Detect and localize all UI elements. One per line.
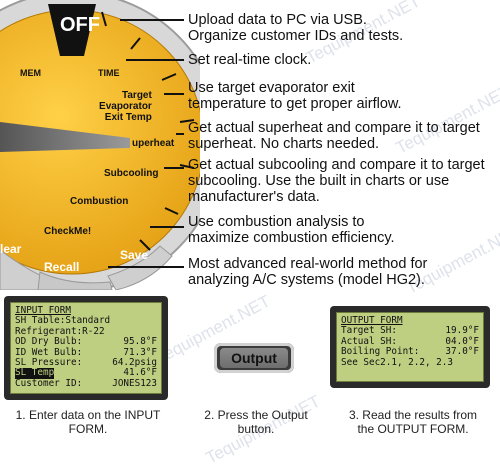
leader-line	[164, 93, 184, 95]
checkme-label[interactable]: CheckMe!	[44, 226, 92, 237]
recall-button-shape	[37, 271, 113, 290]
desc-superheat: Get actual superheat and compare it to t…	[188, 120, 480, 152]
desc-clock: Set real-time clock.	[188, 52, 312, 68]
lcd-row: See Sec2.1, 2.2, 2.3	[341, 356, 453, 368]
target-evaporator-label[interactable]: Target Evaporator Exit Temp	[99, 90, 152, 123]
output-form-display: OUTPUT FORM Target SH:19.9°F Actual SH:0…	[330, 306, 490, 388]
desc-upload: Upload data to PC via USB.Organize custo…	[188, 12, 404, 44]
output-button-label: Output	[220, 348, 288, 368]
target-line1: Target	[122, 90, 152, 101]
time-label[interactable]: TIME	[98, 68, 120, 78]
input-form-title: INPUT FORM	[15, 305, 71, 316]
leader-line	[126, 59, 184, 61]
output-form-title: OUTPUT FORM	[341, 315, 403, 326]
output-form-screen: OUTPUT FORM Target SH:19.9°F Actual SH:0…	[336, 312, 484, 382]
mem-label[interactable]: MEM	[20, 68, 41, 78]
lcd-row: Target SH:19.9°F	[341, 325, 479, 337]
clear-label[interactable]: lear	[0, 242, 22, 256]
off-label[interactable]: OFF	[60, 14, 100, 36]
leader-line	[120, 19, 184, 21]
superheat-label[interactable]: uperheat	[132, 138, 175, 149]
recall-label[interactable]: Recall	[44, 260, 80, 274]
lcd-row: SL Pressure:64.2psig	[15, 357, 157, 369]
subcooling-label[interactable]: Subcooling	[104, 168, 159, 179]
lcd-row: Actual SH:04.0°F	[341, 335, 479, 347]
target-line3: Exit Temp	[104, 112, 152, 123]
leader-line	[176, 133, 184, 135]
output-button[interactable]: Output	[214, 343, 294, 373]
leader-line	[164, 167, 184, 169]
lcd-row: Refrigerant:R-22	[15, 325, 105, 337]
save-label[interactable]: Save	[120, 248, 149, 262]
input-form-display: INPUT FORM SH Table:Standard Refrigerant…	[4, 296, 168, 400]
lcd-row: Boiling Point:37.0°F	[341, 346, 479, 358]
lcd-row: SH Table:Standard	[15, 315, 111, 327]
off-pointer	[48, 4, 96, 56]
leader-line	[108, 266, 184, 268]
target-line2: Evaporator	[99, 101, 152, 112]
knob-stem	[0, 122, 130, 152]
lcd-row: OD Dry Bulb:95.8°F	[15, 336, 157, 348]
rotary-dial[interactable]	[0, 0, 200, 290]
combustion-label[interactable]: Combustion	[70, 196, 129, 207]
input-form-screen: INPUT FORM SH Table:Standard Refrigerant…	[10, 302, 162, 394]
leader-line	[150, 226, 184, 228]
lcd-row: ID Wet Bulb:71.3°F	[15, 346, 157, 358]
lcd-row: Customer ID:JONES123	[15, 377, 157, 389]
desc-subcooling: Get actual subcooling and compare it to …	[188, 157, 485, 205]
